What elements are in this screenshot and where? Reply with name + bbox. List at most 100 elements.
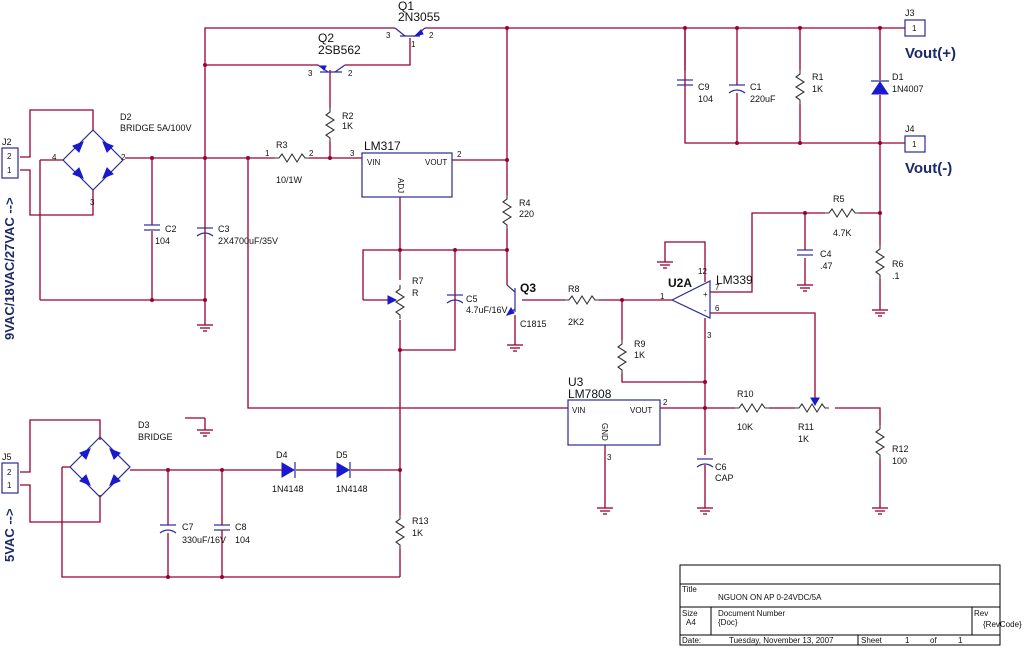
svg-text:C8: C8 <box>235 522 247 532</box>
svg-text:104: 104 <box>698 94 713 104</box>
svg-text:3: 3 <box>707 331 712 340</box>
svg-text:.47: .47 <box>820 261 833 271</box>
svg-text:C9: C9 <box>698 82 710 92</box>
svg-text:J5: J5 <box>2 452 12 462</box>
svg-text:R13: R13 <box>412 516 429 526</box>
svg-text:2: 2 <box>663 398 668 407</box>
svg-text:D4: D4 <box>276 450 288 460</box>
svg-text:1: 1 <box>958 636 963 645</box>
svg-text:Sheet: Sheet <box>861 636 883 645</box>
svg-text:R10: R10 <box>737 389 754 399</box>
svg-text:R9: R9 <box>634 339 646 349</box>
svg-text:R2: R2 <box>342 111 354 121</box>
svg-text:220: 220 <box>519 209 534 219</box>
svg-text:R7: R7 <box>412 276 424 286</box>
svg-text:Title: Title <box>682 585 697 594</box>
svg-text:{RevCode}: {RevCode} <box>983 620 1022 629</box>
svg-text:R11: R11 <box>798 422 814 432</box>
svg-text:+: + <box>703 290 708 299</box>
svg-text:VIN: VIN <box>572 406 586 415</box>
svg-text:J4: J4 <box>905 124 915 134</box>
svg-text:2X4700uF/35V: 2X4700uF/35V <box>218 236 278 246</box>
svg-text:1: 1 <box>411 40 416 49</box>
svg-text:NGUON ON AP 0-24VDC/5A: NGUON ON AP 0-24VDC/5A <box>718 593 822 602</box>
svg-text:4.7K: 4.7K <box>833 228 852 238</box>
svg-text:R3: R3 <box>276 140 288 150</box>
svg-text:VOUT: VOUT <box>425 158 447 167</box>
svg-text:12: 12 <box>698 267 707 276</box>
svg-text:Date:: Date: <box>682 636 701 645</box>
svg-text:2: 2 <box>429 31 434 40</box>
svg-text:R12: R12 <box>892 444 909 454</box>
svg-text:1K: 1K <box>342 121 353 131</box>
svg-text:1K: 1K <box>634 350 645 360</box>
svg-text:Rev: Rev <box>974 609 988 618</box>
svg-text:1: 1 <box>912 140 917 149</box>
svg-text:U2A: U2A <box>668 276 692 290</box>
svg-text:BRIDGE 5A/100V: BRIDGE 5A/100V <box>120 123 192 133</box>
svg-text:Size: Size <box>682 609 698 618</box>
svg-text:1K: 1K <box>812 84 823 94</box>
svg-text:R5: R5 <box>833 194 845 204</box>
svg-text:1N4148: 1N4148 <box>272 484 304 494</box>
svg-text:104: 104 <box>235 535 250 545</box>
title-block: Title NGUON ON AP 0-24VDC/5A Size A4 Doc… <box>679 564 1022 646</box>
svg-text:R: R <box>412 288 419 298</box>
svg-text:J2: J2 <box>2 137 12 147</box>
svg-text:LM317: LM317 <box>364 139 401 153</box>
svg-text:1: 1 <box>905 636 910 645</box>
svg-text:U3: U3 <box>568 375 584 389</box>
svg-text:2: 2 <box>348 69 353 78</box>
svg-text:C7: C7 <box>182 522 194 532</box>
svg-text:Q1: Q1 <box>398 0 414 13</box>
svg-text:Vout(+): Vout(+) <box>905 45 956 62</box>
svg-text:1N4007: 1N4007 <box>892 84 924 94</box>
svg-text:R1: R1 <box>812 72 824 82</box>
svg-text:1: 1 <box>7 481 12 490</box>
svg-text:1K: 1K <box>412 528 423 538</box>
svg-text:VOUT: VOUT <box>630 406 652 415</box>
diodes <box>281 80 889 478</box>
svg-text:3: 3 <box>308 69 313 78</box>
svg-text:D2: D2 <box>120 112 132 122</box>
svg-text:2N3055: 2N3055 <box>398 10 440 24</box>
svg-text:9VAC/18VAC/27VAC -->: 9VAC/18VAC/27VAC --> <box>2 197 17 340</box>
svg-text:10/1W: 10/1W <box>276 175 303 185</box>
svg-text:GND: GND <box>600 423 609 441</box>
svg-text:7: 7 <box>715 283 720 292</box>
svg-text:1: 1 <box>660 292 665 301</box>
j4-connector: 1 J4 Vout(-) <box>904 124 952 177</box>
svg-text:Q3: Q3 <box>520 281 536 295</box>
svg-text:R8: R8 <box>568 284 580 294</box>
svg-text:C2: C2 <box>165 224 177 234</box>
svg-text:1N4148: 1N4148 <box>336 484 368 494</box>
svg-text:C6: C6 <box>715 462 727 472</box>
svg-text:LM339: LM339 <box>716 273 753 287</box>
svg-text:Document Number: Document Number <box>718 609 785 618</box>
svg-text:BRIDGE: BRIDGE <box>138 432 173 442</box>
svg-text:of: of <box>930 636 937 645</box>
j3-connector: 1 J3 Vout(+) <box>904 8 956 62</box>
svg-text:3: 3 <box>350 149 355 158</box>
svg-text:2SB562: 2SB562 <box>318 43 361 57</box>
svg-text:A4: A4 <box>686 618 696 627</box>
svg-text:Q2: Q2 <box>318 31 334 45</box>
svg-text:D3: D3 <box>138 420 150 430</box>
svg-text:C3: C3 <box>218 224 230 234</box>
svg-text:Tuesday, November 13, 2007: Tuesday, November 13, 2007 <box>729 636 834 645</box>
svg-text:C1: C1 <box>750 82 762 92</box>
svg-text:104: 104 <box>155 236 170 246</box>
svg-text:C5: C5 <box>466 294 478 304</box>
svg-text:D5: D5 <box>336 450 348 460</box>
svg-text:3: 3 <box>607 453 612 462</box>
svg-text:Vout(-): Vout(-) <box>905 160 952 177</box>
